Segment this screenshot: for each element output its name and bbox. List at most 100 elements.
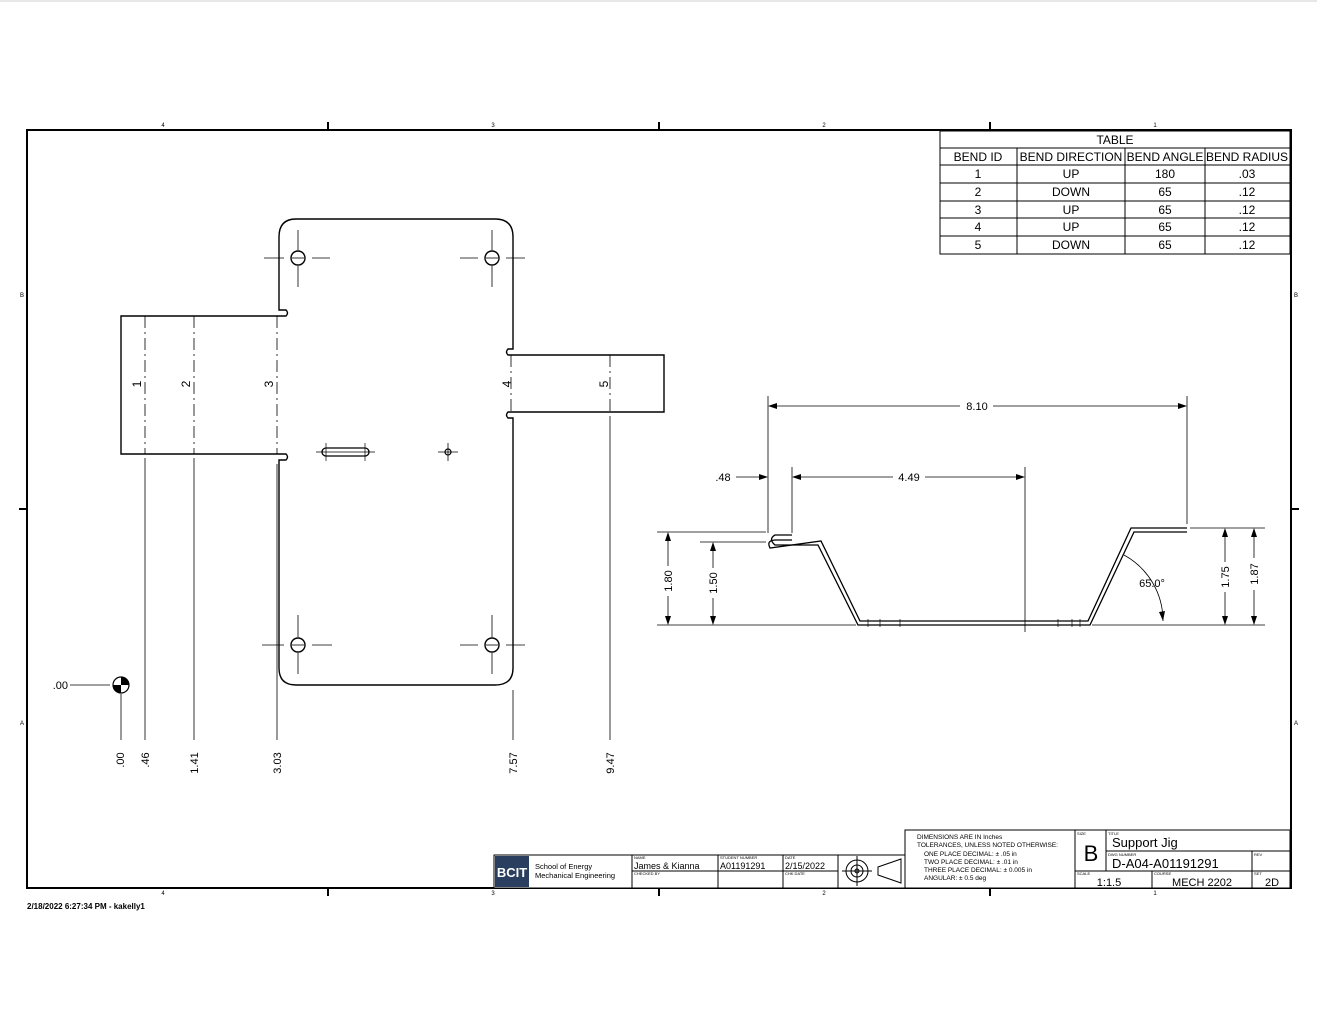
bend-table-header: BEND DIRECTION <box>1020 150 1123 164</box>
bend-table-header: BEND RADIUS <box>1206 150 1288 164</box>
zone-row-b-left: B <box>20 293 24 299</box>
title-block: BCIT School of Energy Mechanical Enginee… <box>493 829 1291 889</box>
zone-col-2-bottom: 2 <box>822 891 826 897</box>
course-label: COURSE <box>1154 871 1171 876</box>
side-dimension-lines <box>657 396 1265 632</box>
bend-label-1: 1 <box>130 380 144 387</box>
origin-symbol <box>112 676 130 694</box>
bend-table-cell: 65 <box>1158 220 1172 234</box>
scale-label: SCALE <box>1077 871 1090 876</box>
bend-table-cell: .12 <box>1239 185 1256 199</box>
bend-table-cell: UP <box>1063 167 1080 181</box>
bend-table-cell: DOWN <box>1052 238 1090 252</box>
note-line: THREE PLACE DECIMAL: ± 0.005 in <box>924 867 1032 874</box>
bend-table-title: TABLE <box>1096 133 1133 147</box>
plot-timestamp: 2/18/2022 6:27:34 PM - kakelly1 <box>27 902 145 911</box>
bend-lines <box>144 316 611 454</box>
zone-col-3-top: 3 <box>491 123 495 129</box>
bend-table-cell: 65 <box>1158 238 1172 252</box>
bend-table-cell: UP <box>1063 220 1080 234</box>
course-value: MECH 2202 <box>1172 877 1232 889</box>
date-label: DATE <box>785 855 796 860</box>
flat-pattern-outline <box>120 218 665 686</box>
side-view: 8.10 .48 4.49 1.80 1.50 1.75 1.87 65.0° <box>657 396 1265 632</box>
bend-table-cell: 180 <box>1155 167 1175 181</box>
size-label: SIZE <box>1077 831 1086 836</box>
bend-table-header: BEND ID <box>954 150 1003 164</box>
zone-col-3-bottom: 3 <box>491 891 495 897</box>
zone-row-a-right: A <box>1294 721 1298 727</box>
dim-inner: 4.49 <box>898 472 919 484</box>
bcit-logo <box>495 856 529 887</box>
note-line: ONE PLACE DECIMAL: ± .05 in <box>924 851 1017 858</box>
bend-label-3: 3 <box>262 380 276 387</box>
bend-table-cell: 5 <box>975 238 982 252</box>
ordinate-extensions <box>70 416 611 740</box>
hole-top-left <box>290 250 306 266</box>
set-label: SET <box>1254 871 1262 876</box>
date-value: 2/15/2022 <box>785 861 825 871</box>
bend-table-cell: .12 <box>1239 238 1256 252</box>
dim-h2: 1.50 <box>708 572 720 593</box>
bend-table-cell: .03 <box>1239 167 1256 181</box>
dwg-value: D-A04-A01191291 <box>1112 856 1219 871</box>
note-line: TWO PLACE DECIMAL: ± .01 in <box>924 859 1018 866</box>
name-label: NAME <box>634 855 646 860</box>
hole-top-right <box>484 250 500 266</box>
bend-table-cell: .12 <box>1239 203 1256 217</box>
bend-table: TABLE BEND ID BEND DIRECTION BEND ANGLE … <box>939 130 1291 255</box>
bend-table-header: BEND ANGLE <box>1127 150 1204 164</box>
hole-bottom-right <box>484 637 500 653</box>
zone-col-2-top: 2 <box>822 123 826 129</box>
ordinate-757: 7.57 <box>508 752 520 773</box>
zone-col-4-bottom: 4 <box>161 891 165 897</box>
set-value: 2D <box>1265 877 1279 889</box>
dim-angle: 65.0° <box>1139 578 1165 590</box>
flat-pattern-view: 1 2 3 4 5 <box>53 218 665 774</box>
dim-h3: 1.75 <box>1220 566 1232 587</box>
dim-hem: .48 <box>715 472 730 484</box>
dwg-label: DWG NUMBER <box>1108 852 1136 857</box>
checked-label: CHECKED BY <box>634 871 660 876</box>
bend-table-cell: 4 <box>975 220 982 234</box>
bend-table-cell: 2 <box>975 185 982 199</box>
chk-date-label: CHK DATE <box>785 871 805 876</box>
size-value: B <box>1084 841 1099 866</box>
mounting-holes <box>290 250 500 653</box>
name-value: James & Kianna <box>634 861 700 871</box>
student-label: STUDENT NUMBER <box>720 855 757 860</box>
rev-label: REV <box>1254 852 1263 857</box>
title-value: Support Jig <box>1112 835 1178 850</box>
bend-table-cell: 1 <box>975 167 982 181</box>
dim-overall: 8.10 <box>966 401 987 413</box>
title-label: TITLE <box>1108 831 1119 836</box>
bend-table-cell: DOWN <box>1052 185 1090 199</box>
bend-table-cell: .12 <box>1239 220 1256 234</box>
hole-bottom-left <box>290 637 306 653</box>
bend-label-4: 4 <box>500 380 514 387</box>
student-value: A01191291 <box>720 861 765 871</box>
bend-table-cell: 65 <box>1158 203 1172 217</box>
bend-label-5: 5 <box>597 380 611 387</box>
scale-value: 1:1.5 <box>1097 877 1121 889</box>
ordinate-947: 9.47 <box>605 752 617 773</box>
school-line-1: School of Energy <box>535 862 592 871</box>
border-ticks <box>19 122 1299 896</box>
note-line: ANGULAR: ± 0.5 deg <box>924 875 986 882</box>
ordinate-141: 1.41 <box>189 752 201 773</box>
profile-outer <box>768 527 1187 622</box>
arrowheads <box>665 403 1257 625</box>
bend-label-2: 2 <box>179 380 193 387</box>
bend-table-cell: UP <box>1063 203 1080 217</box>
profile-inner <box>770 531 1187 626</box>
dim-h1: 1.80 <box>663 570 675 591</box>
ordinate-303: 3.03 <box>272 752 284 773</box>
bend-table-cell: 65 <box>1158 185 1172 199</box>
note-line: DIMENSIONS ARE IN Inches <box>917 834 1003 841</box>
ordinate-000: .00 <box>115 752 127 767</box>
zone-row-a-left: A <box>20 721 24 727</box>
zone-row-b-right: B <box>1294 293 1298 299</box>
note-line: TOLERANCES, UNLESS NOTED OTHERWISE: <box>917 842 1058 849</box>
bend-table-cell: 3 <box>975 203 982 217</box>
